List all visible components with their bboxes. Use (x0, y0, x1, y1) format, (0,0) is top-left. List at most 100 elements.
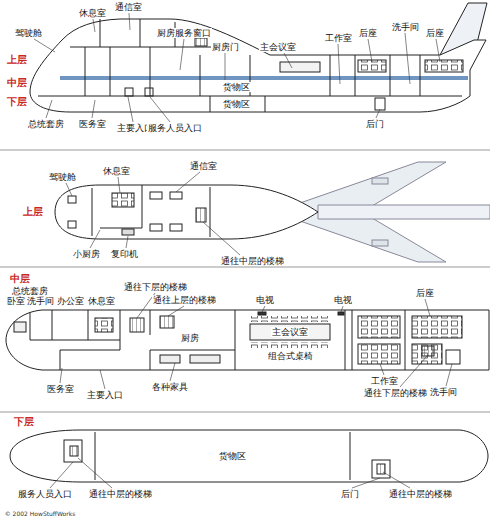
upper-deck-plan (112, 193, 134, 207)
room-label: 复印机 (110, 249, 139, 260)
room-label: 后门 (365, 119, 385, 130)
room-label: 货物区 (222, 99, 251, 110)
main-deck-plan (130, 318, 144, 332)
room-label: 通往下层的楼梯 (363, 388, 428, 399)
upper-deck-plan (170, 224, 182, 231)
room-label: 通往上层的楼梯 (152, 295, 217, 306)
room-label: 办公室 (56, 296, 85, 307)
upper-deck-plan (150, 224, 162, 231)
room-label: 工作室 (370, 376, 399, 387)
upper-deck-plan (55, 162, 490, 262)
side-view-fuselage (425, 60, 463, 72)
deck-name: 下层 (13, 416, 35, 428)
side-view-fuselage (145, 88, 153, 96)
room-label: 厨房 (180, 333, 200, 344)
upper-deck-plan (170, 192, 182, 199)
room-label: 电视 (255, 295, 275, 306)
main-deck-plan (30, 310, 405, 370)
room-label: 休息室 (78, 8, 107, 19)
main-deck-plan (14, 322, 26, 332)
room-label: 通信室 (114, 2, 143, 13)
main-deck-plan (258, 312, 266, 315)
room-label: 休息室 (102, 166, 131, 177)
room-label: 厨房服务窗口 (156, 28, 212, 39)
room-label: 通信室 (189, 161, 218, 172)
deck-name: 上层 (22, 206, 44, 218)
main-deck-plan (358, 316, 400, 338)
leader-line (34, 13, 452, 488)
side-view-fuselage (125, 88, 133, 96)
room-label: 小厨房 (72, 249, 101, 260)
room-label: 后座 (415, 288, 435, 299)
deck-name: 中层 (9, 273, 31, 285)
room-label: 主会议室 (271, 327, 309, 338)
main-deck-plan (6, 310, 489, 370)
lower-deck-plan (10, 430, 488, 482)
upper-deck-plan (150, 192, 162, 199)
leader-line (60, 293, 452, 389)
upper-deck-plan (318, 205, 490, 219)
panel-divider (0, 150, 490, 151)
room-label: 货物区 (218, 451, 247, 462)
main-deck-plan (446, 350, 460, 364)
lower-deck-plan (10, 430, 488, 482)
lower-deck-plan (95, 432, 350, 480)
side-view-fuselage (195, 38, 207, 46)
leader-line (66, 172, 240, 255)
main-deck-plan (95, 318, 113, 332)
room-label: 通往中层的楼梯 (220, 256, 285, 267)
side-view-fuselage (375, 98, 385, 110)
upper-deck-plan (122, 229, 134, 235)
room-label: 服务人员入口 (17, 489, 73, 500)
main-deck-plan (250, 316, 330, 322)
deck-name: 中层 (6, 77, 28, 89)
upper-deck-plan (68, 196, 76, 203)
room-label: 各种家具 (151, 382, 189, 393)
side-view-fuselage (30, 3, 487, 112)
room-label: 医务室 (78, 119, 107, 130)
room-label: 洗手间 (26, 296, 55, 307)
lower-deck-plan (64, 440, 82, 462)
room-label: 卧室 (6, 296, 26, 307)
lower-deck-plan (70, 446, 78, 456)
leader-line (34, 13, 440, 122)
room-label: 通往中层的楼梯 (388, 489, 453, 500)
room-label: 总统套房 (27, 119, 65, 130)
main-deck-plan (338, 312, 344, 315)
main-deck-plan (412, 316, 462, 338)
main-deck-plan (422, 346, 434, 356)
room-label: 休息室 (87, 296, 116, 307)
upper-deck-plan (372, 240, 388, 246)
deck-name: 下层 (6, 96, 28, 108)
room-label: 货物区 (222, 82, 251, 93)
main-deck-plan (250, 324, 330, 340)
leader-line (50, 458, 410, 488)
room-label: 驾驶舱 (48, 172, 77, 183)
upper-deck-plan (55, 185, 318, 239)
room-label: 后座 (358, 28, 378, 39)
room-label: 工作室 (324, 33, 353, 44)
side-view-fuselage (30, 19, 486, 112)
panel-divider (0, 267, 490, 268)
main-deck-plan (250, 342, 330, 348)
side-view-fuselage (280, 62, 320, 72)
main-deck-plan (160, 316, 174, 328)
room-label: 洗手间 (391, 22, 420, 33)
room-label: 洗手间 (429, 387, 458, 398)
upper-deck-plan (196, 208, 206, 222)
main-deck-plan (190, 355, 220, 363)
room-label: 主会议室 (259, 42, 297, 53)
side-view-fuselage (60, 76, 468, 80)
panel-divider (0, 412, 490, 413)
lower-deck-plan (372, 460, 390, 478)
upper-deck-plan (68, 221, 76, 228)
room-label: 厨房门 (211, 42, 240, 53)
panel-divider (0, 150, 490, 412)
room-label: 通往中层的楼梯 (88, 489, 153, 500)
side-view-fuselage (85, 19, 420, 112)
room-label: 通往下层的楼梯 (123, 282, 188, 293)
room-label: 医务室 (46, 384, 75, 395)
main-deck-plan (160, 355, 180, 363)
